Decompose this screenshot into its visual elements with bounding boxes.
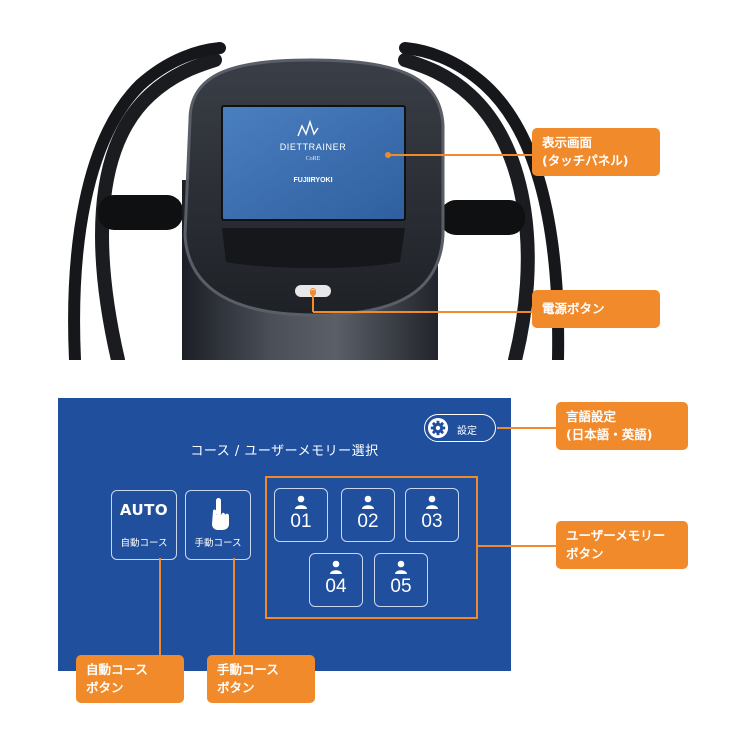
manual-course-leader (233, 558, 235, 658)
person-icon (395, 560, 407, 574)
hand-pointer-icon (212, 498, 229, 530)
touch-screen (221, 105, 406, 221)
person-icon (295, 495, 307, 509)
brand-logo: DIETTRAINER (280, 142, 347, 152)
person-icon (426, 495, 438, 509)
memory-number: 04 (325, 576, 347, 597)
screen-title: コース / ユーザーメモリー選択 (190, 444, 379, 459)
lower-panel (222, 228, 405, 268)
user-memory-button-04[interactable]: 04 (309, 553, 363, 607)
person-icon (330, 560, 342, 574)
maker-logo: FUJIIRYOKI (293, 177, 332, 184)
handle-bar-left (95, 53, 222, 360)
memory-number: 01 (290, 511, 312, 532)
callout-manual-course: 手動コース ボタン (207, 655, 315, 703)
manual-course-label: 手動コース (194, 538, 242, 549)
course-selection-screen: コース / ユーザーメモリー選択 設定 AUTO 自動コース (58, 398, 511, 671)
grip-left (98, 195, 183, 230)
callout-language: 言語設定 (日本語・英語) (556, 402, 688, 450)
auto-course-title: AUTO (119, 501, 169, 519)
handle-bar-left-2 (68, 42, 226, 360)
brand-sub: CoRE (306, 156, 321, 162)
user-memory-button-01[interactable]: 01 (274, 488, 328, 542)
settings-label: 設定 (457, 426, 477, 437)
user-memory-leader (478, 545, 557, 547)
handle-bar-right-2 (399, 42, 565, 360)
user-memory-button-05[interactable]: 05 (374, 553, 428, 607)
memory-number: 02 (357, 511, 379, 532)
user-memory-button-02[interactable]: 02 (341, 488, 395, 542)
language-leader (497, 427, 557, 429)
auto-course-button[interactable]: AUTO 自動コース (111, 490, 177, 560)
manual-course-button[interactable]: 手動コース (185, 490, 251, 560)
person-icon (362, 495, 374, 509)
memory-number: 03 (421, 511, 443, 532)
handle-bar-right (398, 53, 535, 360)
callout-auto-course: 自動コース ボタン (76, 655, 184, 703)
callout-user-memory: ユーザーメモリー ボタン (556, 521, 688, 569)
auto-course-label: 自動コース (120, 538, 168, 549)
user-memory-group: 01 02 03 04 05 (265, 476, 478, 619)
gear-icon (428, 418, 448, 438)
memory-number: 05 (390, 576, 412, 597)
settings-button[interactable]: 設定 (424, 414, 496, 442)
grip-right (440, 200, 525, 235)
callout-display: 表示画面 (タッチパネル) (532, 128, 660, 176)
brand-mark-icon (297, 119, 319, 137)
user-memory-button-03[interactable]: 03 (405, 488, 459, 542)
callout-power: 電源ボタン (532, 290, 660, 328)
auto-course-leader (159, 558, 161, 658)
device-illustration: DIETTRAINER CoRE FUJIIRYOKI (68, 42, 565, 360)
